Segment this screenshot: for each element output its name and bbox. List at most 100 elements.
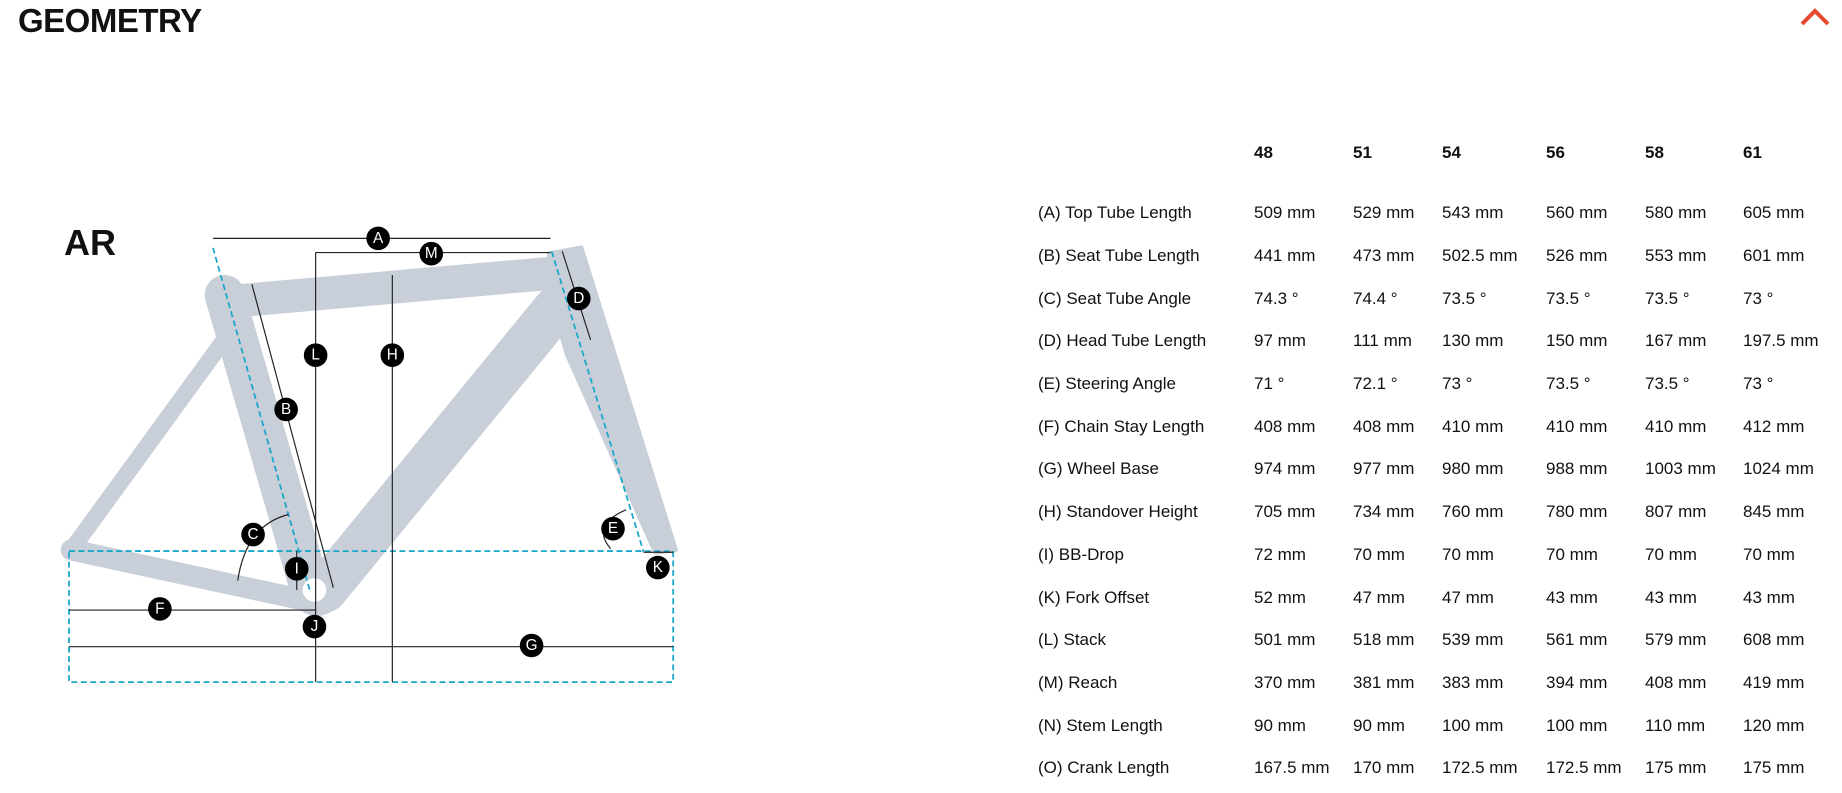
cell-value: 73.5 ° [1645, 374, 1690, 394]
cell-value: 383 mm [1442, 672, 1504, 692]
cell-value: 601 mm [1743, 246, 1805, 266]
row-label: (C) Seat Tube Angle [1038, 288, 1192, 308]
bike-frame [60, 245, 678, 616]
dimension-badges: A M D L H B C I E K F J G [148, 226, 670, 658]
size-header-row: 48 51 54 56 58 61 [1032, 136, 1833, 192]
cell-value: 70 mm [1442, 544, 1494, 564]
svg-text:D: D [573, 290, 584, 307]
cell-value: 72 mm [1254, 544, 1306, 564]
cell-value: 97 mm [1254, 331, 1306, 351]
size-header: 58 [1645, 143, 1664, 162]
cell-value: 73 ° [1743, 288, 1774, 308]
cell-value: 561 mm [1546, 630, 1608, 650]
cell-value: 167.5 mm [1254, 758, 1330, 778]
svg-text:K: K [653, 559, 664, 576]
cell-value: 170 mm [1353, 758, 1415, 778]
section-title: GEOMETRY [18, 2, 202, 39]
svg-text:E: E [608, 520, 618, 537]
size-header: 51 [1353, 143, 1372, 162]
cell-value: 807 mm [1645, 502, 1707, 522]
cell-value: 52 mm [1254, 587, 1306, 607]
cell-value: 73 ° [1743, 374, 1774, 394]
cell-value: 408 mm [1645, 672, 1707, 692]
badge-k: K [646, 555, 670, 580]
size-header: 56 [1546, 143, 1565, 162]
geometry-table: 48 51 54 56 58 61 (A) Top Tube Length 509… [1032, 136, 1833, 790]
cell-value: 529 mm [1353, 203, 1415, 223]
row-label: (O) Crank Length [1038, 758, 1170, 778]
row-label: (H) Standover Height [1038, 502, 1198, 522]
cell-value: 47 mm [1353, 587, 1405, 607]
chevron-up-icon[interactable] [1798, 4, 1832, 30]
cell-value: 175 mm [1743, 758, 1805, 778]
cell-value: 197.5 mm [1743, 331, 1819, 351]
badge-b: B [274, 397, 298, 422]
svg-text:J: J [311, 618, 319, 635]
badge-m: M [419, 241, 444, 266]
cell-value: 410 mm [1442, 416, 1504, 436]
row-label: (G) Wheel Base [1038, 459, 1159, 479]
cell-value: 560 mm [1546, 203, 1608, 223]
badge-a: A [366, 226, 390, 251]
cell-value: 70 mm [1353, 544, 1405, 564]
svg-text:A: A [373, 230, 384, 247]
cell-value: 974 mm [1254, 459, 1316, 479]
cell-value: 1024 mm [1743, 459, 1814, 479]
row-label: (F) Chain Stay Length [1038, 416, 1205, 436]
cell-value: 100 mm [1546, 715, 1608, 735]
row-label: (M) Reach [1038, 672, 1118, 692]
svg-text:I: I [295, 560, 299, 577]
cell-value: 150 mm [1546, 331, 1608, 351]
cell-value: 845 mm [1743, 502, 1805, 522]
cell-value: 780 mm [1546, 502, 1608, 522]
badge-i: I [284, 556, 309, 581]
cell-value: 43 mm [1645, 587, 1697, 607]
cell-value: 394 mm [1546, 672, 1608, 692]
svg-text:L: L [311, 347, 320, 364]
svg-text:F: F [155, 600, 164, 617]
cell-value: 502.5 mm [1442, 246, 1518, 266]
badge-j: J [302, 614, 327, 639]
cell-value: 111 mm [1353, 331, 1412, 351]
cell-value: 980 mm [1442, 459, 1504, 479]
cell-value: 526 mm [1546, 246, 1608, 266]
cell-value: 100 mm [1442, 715, 1504, 735]
cell-value: 70 mm [1645, 544, 1697, 564]
cell-value: 419 mm [1743, 672, 1805, 692]
cell-value: 580 mm [1645, 203, 1707, 223]
row-label: (A) Top Tube Length [1038, 203, 1192, 223]
model-name: AR [64, 222, 116, 263]
cell-value: 167 mm [1645, 331, 1707, 351]
cell-value: 705 mm [1254, 502, 1316, 522]
size-header: 48 [1254, 143, 1273, 162]
size-header: 54 [1442, 143, 1461, 162]
cell-value: 43 mm [1743, 587, 1795, 607]
cell-value: 110 mm [1645, 715, 1706, 735]
cell-value: 72.1 ° [1353, 374, 1398, 394]
cell-value: 74.4 ° [1353, 288, 1398, 308]
badge-l: L [303, 343, 328, 367]
cell-value: 370 mm [1254, 672, 1316, 692]
row-label: (D) Head Tube Length [1038, 331, 1207, 351]
svg-text:C: C [248, 526, 259, 543]
cell-value: 441 mm [1254, 246, 1316, 266]
cell-value: 73.5 ° [1645, 288, 1690, 308]
cell-value: 408 mm [1254, 416, 1316, 436]
cell-value: 412 mm [1743, 416, 1805, 436]
cell-value: 73.5 ° [1442, 288, 1487, 308]
cell-value: 509 mm [1254, 203, 1316, 223]
row-label: (E) Steering Angle [1038, 374, 1176, 394]
cell-value: 608 mm [1743, 630, 1805, 650]
svg-text:H: H [387, 347, 398, 364]
cell-value: 579 mm [1645, 630, 1707, 650]
